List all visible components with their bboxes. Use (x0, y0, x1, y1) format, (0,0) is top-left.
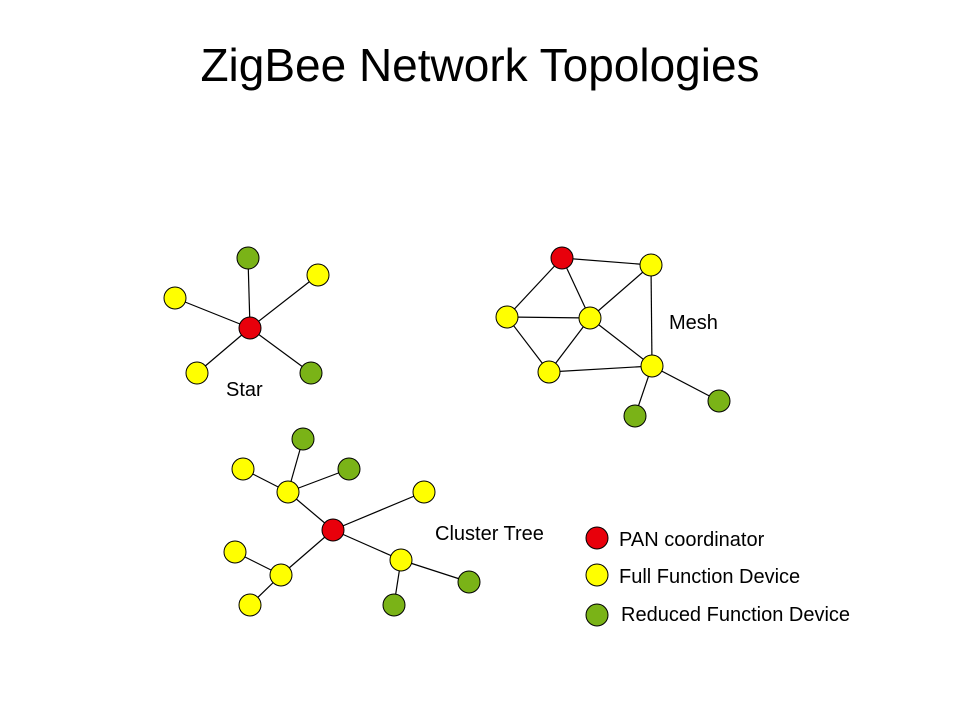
legend-label-ffd: Full Function Device (619, 566, 800, 588)
mesh-full-function-device-node (578, 306, 602, 330)
cluster-tree-reduced-function-device-node (457, 570, 481, 594)
mesh-link-m2-m4 (506, 316, 550, 373)
star-pan-coordinator-node (238, 316, 262, 340)
mesh-edges (506, 257, 720, 417)
cluster-tree-reduced-function-device-node (382, 593, 406, 617)
legend-swatch-ffd (585, 563, 609, 587)
mesh-label: Mesh (669, 312, 718, 334)
cluster-tree-reduced-function-device-node (291, 427, 315, 451)
cluster-tree-label: Cluster Tree (435, 523, 544, 545)
mesh-pan-coordinator-node (550, 246, 574, 270)
mesh-link-m3-m5 (589, 317, 653, 367)
legend-label-pan: PAN coordinator (619, 529, 765, 551)
slide-title: ZigBee Network Topologies (200, 39, 760, 91)
legend: PAN coordinator Full Function Device Red… (585, 526, 850, 627)
cluster-tree-reduced-function-device-node (337, 457, 361, 481)
mesh-link-m1-m5 (650, 264, 653, 367)
mesh-full-function-device-node (537, 360, 561, 384)
legend-swatch-rfd (585, 603, 609, 627)
cluster-tree-full-function-device-node (276, 480, 300, 504)
mesh-full-function-device-node (639, 253, 663, 277)
star-label: Star (226, 379, 263, 401)
star-link-s0-s4 (196, 327, 251, 374)
cluster-tree-pan-coordinator-node (321, 518, 345, 542)
star-link-s0-s3 (174, 297, 251, 329)
cluster-tree-link-c0-c9 (332, 529, 402, 561)
star-reduced-function-device-node (299, 361, 323, 385)
star-nodes (163, 246, 330, 385)
mesh-link-m2-m3 (506, 316, 591, 319)
mesh-link-m1-m3 (589, 264, 652, 319)
cluster-tree-full-function-device-node (412, 480, 436, 504)
mesh-reduced-function-device-node (623, 404, 647, 428)
cluster-tree-full-function-device-node (389, 548, 413, 572)
legend-item-rfd: Reduced Function Device (585, 603, 850, 627)
mesh-nodes (495, 246, 731, 428)
mesh-full-function-device-node (640, 354, 664, 378)
mesh-reduced-function-device-node (707, 389, 731, 413)
mesh-link-m0-m2 (506, 257, 563, 318)
cluster-tree-topology: Cluster Tree (223, 427, 544, 617)
star-topology: Star (163, 246, 330, 401)
mesh-topology: Mesh (495, 246, 731, 428)
cluster-tree-full-function-device-node (269, 563, 293, 587)
cluster-tree-full-function-device-node (231, 457, 255, 481)
mesh-link-m4-m5 (548, 365, 653, 373)
cluster-tree-nodes (223, 427, 481, 617)
legend-item-pan: PAN coordinator (585, 526, 765, 551)
star-full-function-device-node (185, 361, 209, 385)
star-reduced-function-device-node (236, 246, 260, 270)
legend-item-ffd: Full Function Device (585, 563, 800, 588)
star-link-s0-s2 (249, 274, 319, 329)
star-link-s0-s5 (249, 327, 312, 374)
star-edges (174, 257, 319, 374)
cluster-tree-link-c9-c11 (400, 559, 470, 583)
cluster-tree-full-function-device-node (223, 540, 247, 564)
star-link-s0-s1 (247, 257, 251, 329)
mesh-full-function-device-node (495, 305, 519, 329)
mesh-link-m0-m1 (561, 257, 652, 266)
legend-label-rfd: Reduced Function Device (621, 604, 850, 626)
cluster-tree-link-c0-c5 (332, 491, 425, 531)
star-full-function-device-node (306, 263, 330, 287)
cluster-tree-full-function-device-node (238, 593, 262, 617)
mesh-link-m5-m7 (651, 365, 720, 402)
star-full-function-device-node (163, 286, 187, 310)
legend-swatch-pan (585, 526, 609, 550)
